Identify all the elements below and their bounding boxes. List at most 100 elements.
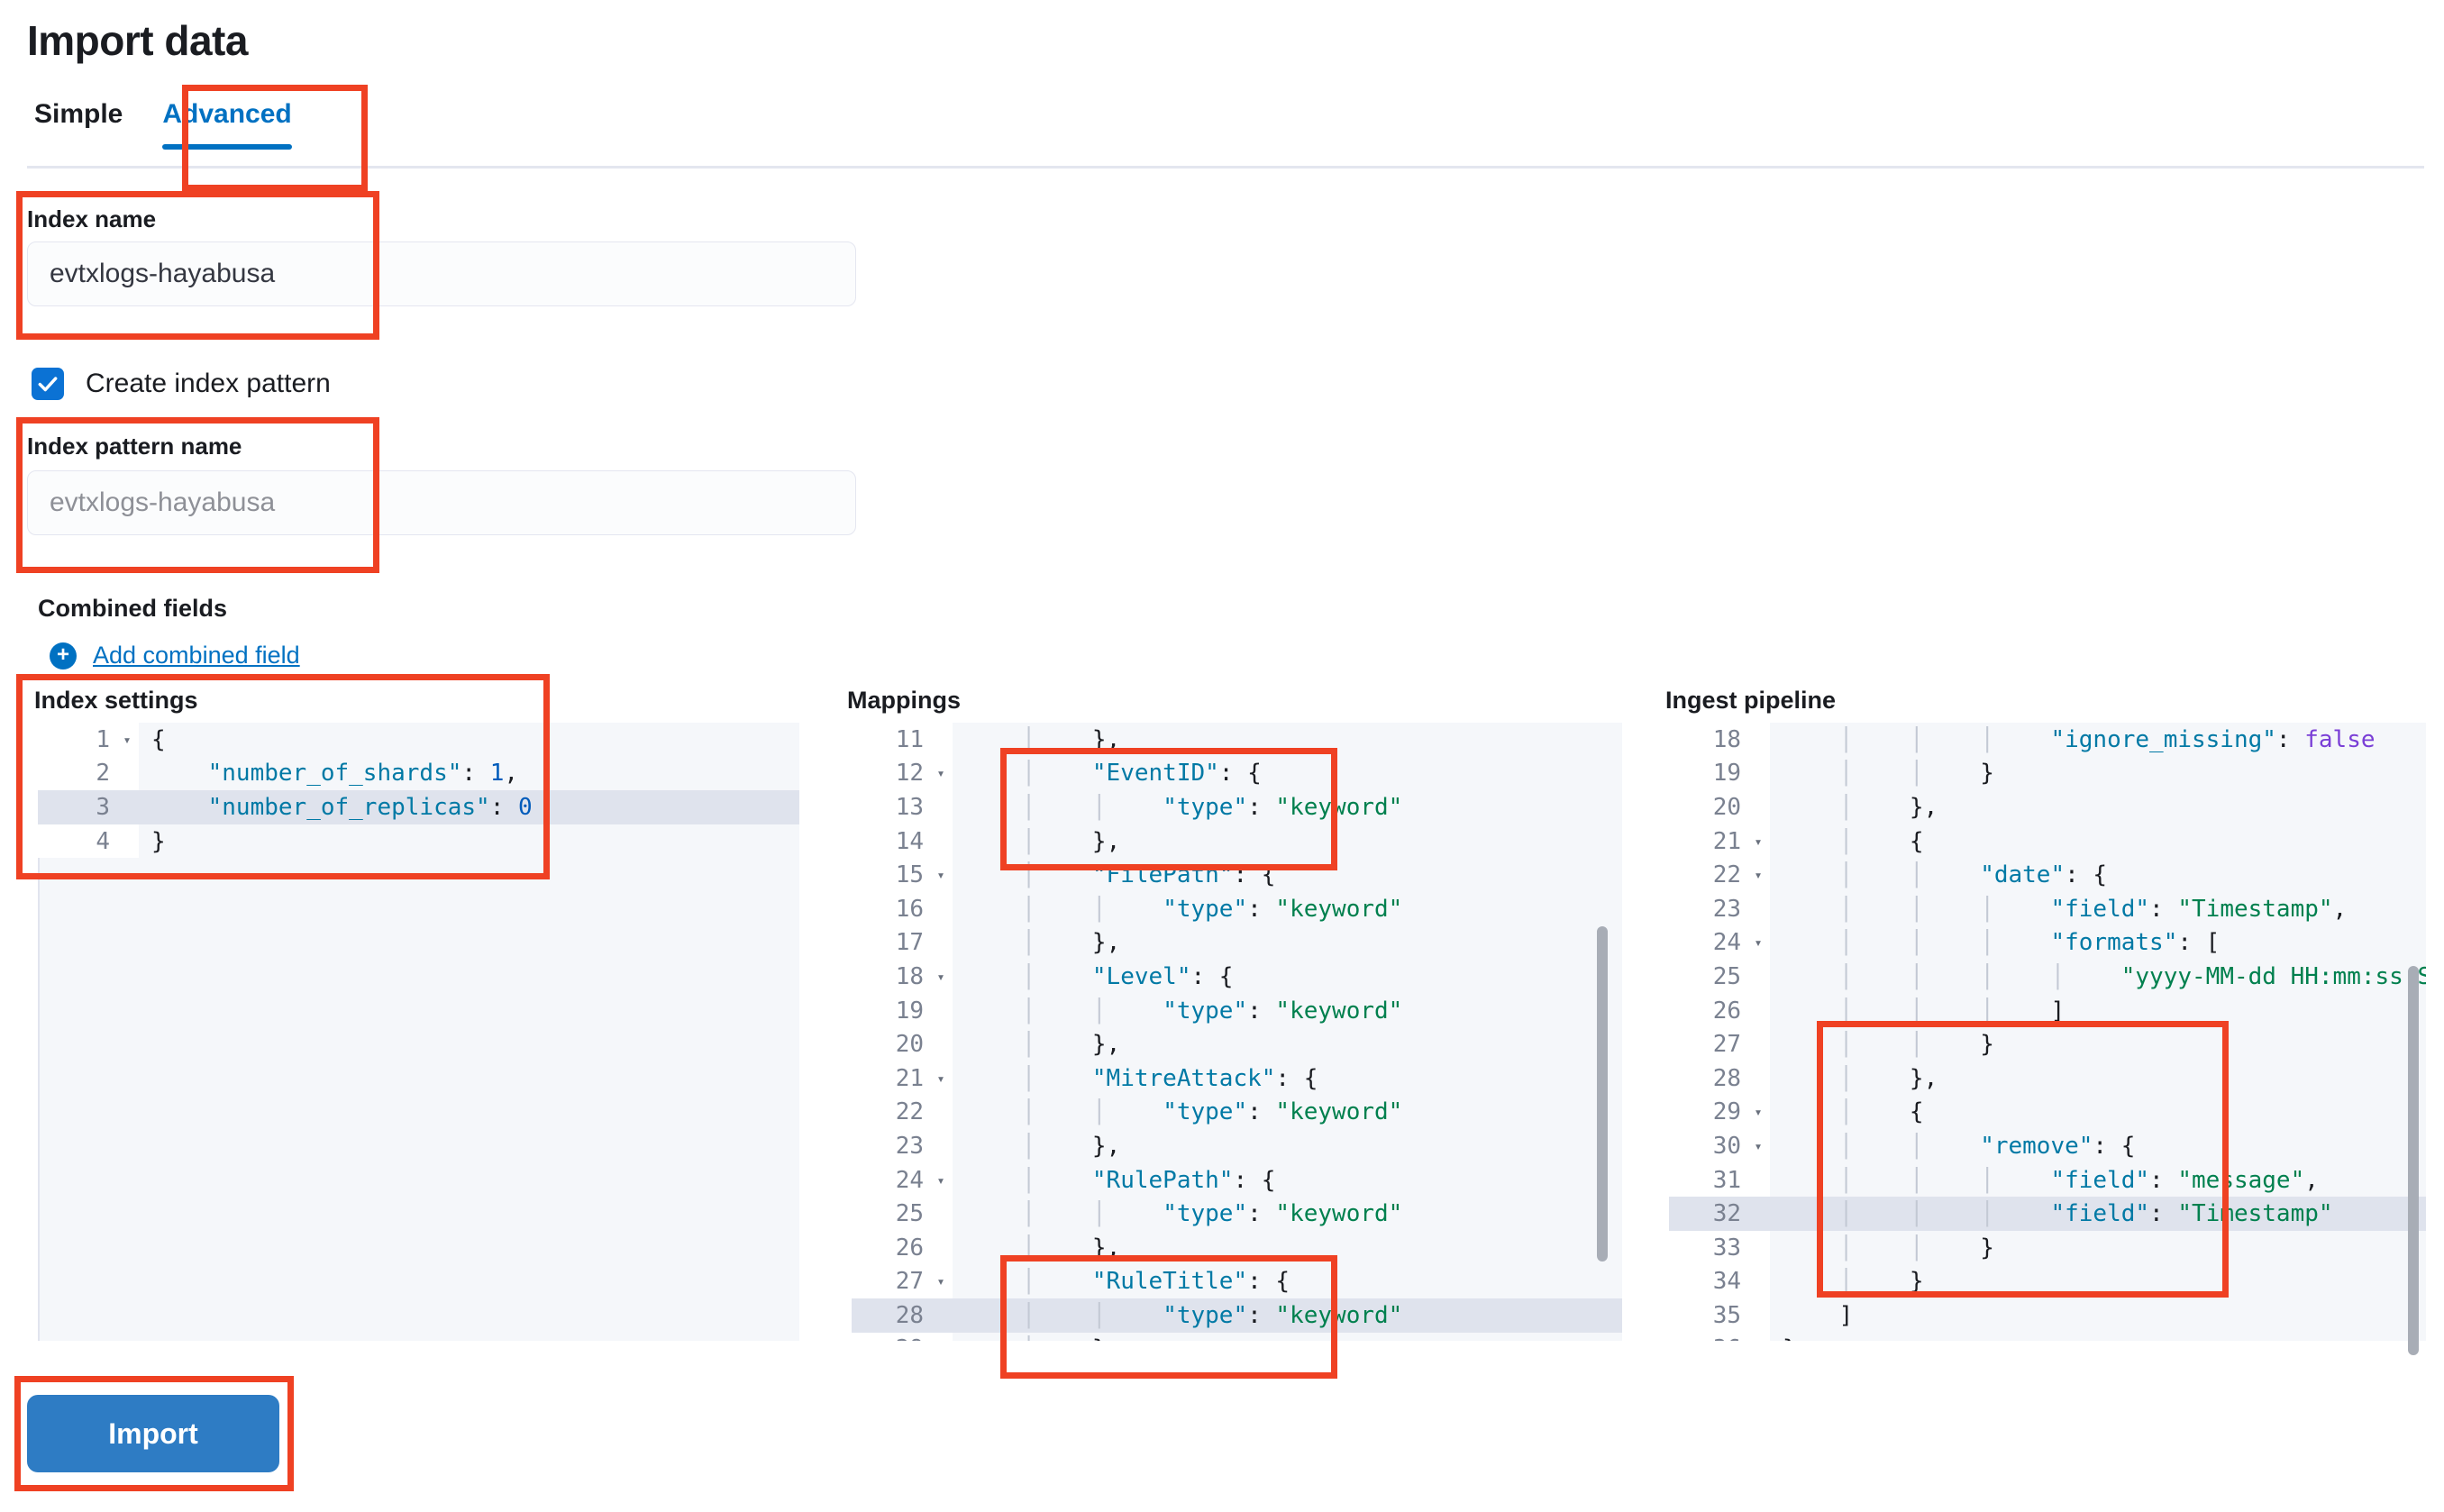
mappings-line[interactable]: 11 │ }, xyxy=(852,723,1622,757)
fold-spacer xyxy=(115,790,139,824)
index-pattern-name-label: Index pattern name xyxy=(27,433,242,460)
ingest-pipeline-line[interactable]: 22▾ │ │ "date": { xyxy=(1669,858,2426,892)
ingest-pipeline-line[interactable]: 33 │ │ } xyxy=(1669,1230,2426,1265)
mappings-line-number: 16 xyxy=(852,891,929,926)
mappings-line[interactable]: 29 │ }, xyxy=(852,1332,1622,1341)
index-settings-line-number: 3 xyxy=(38,790,115,824)
ingest-pipeline-line-number: 19 xyxy=(1669,756,1746,791)
mappings-line-number: 21 xyxy=(852,1061,929,1096)
mappings-line-code: │ "FilePath": { xyxy=(1021,861,1276,889)
fold-toggle-icon[interactable]: ▾ xyxy=(1746,925,1770,961)
index-settings-line[interactable]: 1▾{ xyxy=(38,723,799,757)
mappings-line[interactable]: 13 │ │ "type": "keyword" xyxy=(852,790,1622,824)
mappings-line-number: 12 xyxy=(852,756,929,791)
ingest-pipeline-line[interactable]: 34 │ } xyxy=(1669,1264,2426,1299)
mappings-line-number: 25 xyxy=(852,1197,929,1231)
fold-toggle-icon[interactable]: ▾ xyxy=(929,756,953,791)
fold-toggle-icon[interactable]: ▾ xyxy=(929,1264,953,1299)
mappings-line[interactable]: 12▾ │ "EventID": { xyxy=(852,756,1622,791)
tab-simple[interactable]: Simple xyxy=(34,99,123,129)
mappings-line[interactable]: 25 │ │ "type": "keyword" xyxy=(852,1197,1622,1231)
mappings-line-number: 28 xyxy=(852,1298,929,1333)
ingest-pipeline-line[interactable]: 35 ] xyxy=(1669,1298,2426,1333)
ingest-pipeline-line[interactable]: 27 │ │ } xyxy=(1669,1027,2426,1061)
mappings-line-code: │ "MitreAttack": { xyxy=(1021,1064,1318,1092)
fold-toggle-icon[interactable]: ▾ xyxy=(115,723,139,757)
create-index-pattern-checkbox[interactable] xyxy=(32,368,64,400)
mappings-line[interactable]: 21▾ │ "MitreAttack": { xyxy=(852,1061,1622,1096)
mappings-line[interactable]: 20 │ }, xyxy=(852,1027,1622,1061)
ingest-pipeline-title: Ingest pipeline xyxy=(1665,687,1837,714)
ingest-pipeline-line-number: 26 xyxy=(1669,993,1746,1028)
ingest-pipeline-scrollbar[interactable] xyxy=(2408,966,2419,1355)
ingest-pipeline-line[interactable]: 21▾ │ { xyxy=(1669,824,2426,859)
fold-spacer xyxy=(929,790,953,824)
create-index-pattern-label: Create index pattern xyxy=(86,369,331,398)
ingest-pipeline-line[interactable]: 30▾ │ │ "remove": { xyxy=(1669,1129,2426,1163)
fold-toggle-icon[interactable]: ▾ xyxy=(929,960,953,994)
index-settings-line[interactable]: 4} xyxy=(38,824,799,859)
ingest-pipeline-line[interactable]: 28 │ }, xyxy=(1669,1061,2426,1096)
index-settings-editor[interactable]: 1▾{2 "number_of_shards": 1,3 "number_of_… xyxy=(38,723,799,1341)
index-name-input[interactable]: evtxlogs-hayabusa xyxy=(27,241,856,306)
ingest-pipeline-line-number: 27 xyxy=(1669,1027,1746,1061)
mappings-line-number: 19 xyxy=(852,993,929,1028)
ingest-pipeline-line-code: │ │ │ "field": "Timestamp", xyxy=(1838,895,2348,923)
fold-toggle-icon[interactable]: ▾ xyxy=(1746,1129,1770,1163)
ingest-pipeline-line-code: │ }, xyxy=(1838,793,1938,821)
mappings-line-code: │ │ "type": "keyword" xyxy=(1021,1301,1403,1329)
ingest-pipeline-line-number: 25 xyxy=(1669,960,1746,994)
mappings-scrollbar[interactable] xyxy=(1597,926,1608,1262)
mappings-line[interactable]: 22 │ │ "type": "keyword" xyxy=(852,1095,1622,1130)
ingest-pipeline-line[interactable]: 25 │ │ │ │ "yyyy-MM-dd HH:mm:ss.SSS XXX" xyxy=(1669,960,2426,994)
mappings-line[interactable]: 23 │ }, xyxy=(852,1129,1622,1163)
ingest-pipeline-line[interactable]: 26 │ │ │ ] xyxy=(1669,993,2426,1028)
ingest-pipeline-line-number: 23 xyxy=(1669,891,1746,926)
ingest-pipeline-line[interactable]: 23 │ │ │ "field": "Timestamp", xyxy=(1669,891,2426,926)
ingest-pipeline-line-code: │ { xyxy=(1838,827,1924,855)
fold-toggle-icon[interactable]: ▾ xyxy=(929,1061,953,1096)
ingest-pipeline-line[interactable]: 29▾ │ { xyxy=(1669,1095,2426,1130)
fold-spacer xyxy=(929,891,953,926)
index-settings-line[interactable]: 3 "number_of_replicas": 0 xyxy=(38,790,799,824)
add-combined-field-button[interactable]: + Add combined field xyxy=(50,642,300,669)
ingest-pipeline-line[interactable]: 18 │ │ │ "ignore_missing": false xyxy=(1669,723,2426,757)
mappings-line[interactable]: 27▾ │ "RuleTitle": { xyxy=(852,1264,1622,1299)
fold-toggle-icon[interactable]: ▾ xyxy=(1746,1095,1770,1130)
ingest-pipeline-line[interactable]: 31 │ │ │ "field": "message", xyxy=(1669,1162,2426,1198)
index-settings-line-code: } xyxy=(151,827,166,855)
import-button[interactable]: Import xyxy=(27,1395,279,1472)
fold-spacer xyxy=(1746,960,1770,994)
mappings-line[interactable]: 16 │ │ "type": "keyword" xyxy=(852,891,1622,926)
fold-toggle-icon[interactable]: ▾ xyxy=(929,1162,953,1198)
add-combined-field-label: Add combined field xyxy=(93,642,300,669)
ingest-pipeline-line[interactable]: 19 │ │ } xyxy=(1669,756,2426,791)
index-pattern-name-input[interactable]: evtxlogs-hayabusa xyxy=(27,470,856,535)
fold-toggle-icon[interactable]: ▾ xyxy=(929,858,953,892)
mappings-line[interactable]: 17 │ }, xyxy=(852,925,1622,961)
create-index-pattern-row[interactable]: Create index pattern xyxy=(32,368,331,400)
mappings-line[interactable]: 14 │ }, xyxy=(852,824,1622,859)
ingest-pipeline-line[interactable]: 36} xyxy=(1669,1332,2426,1341)
mappings-line[interactable]: 19 │ │ "type": "keyword" xyxy=(852,993,1622,1028)
tab-advanced[interactable]: Advanced xyxy=(142,99,311,150)
ingest-pipeline-line-code: │ │ │ "field": "Timestamp" xyxy=(1838,1200,2333,1228)
ingest-pipeline-line[interactable]: 24▾ │ │ │ "formats": [ xyxy=(1669,925,2426,961)
index-settings-line[interactable]: 2 "number_of_shards": 1, xyxy=(38,756,799,791)
mappings-line[interactable]: 15▾ │ "FilePath": { xyxy=(852,858,1622,892)
mappings-editor[interactable]: 11 │ },12▾ │ "EventID": {13 │ │ "type": … xyxy=(852,723,1622,1341)
mappings-line[interactable]: 26 │ }, xyxy=(852,1230,1622,1265)
ingest-pipeline-line[interactable]: 32 │ │ │ "field": "Timestamp" xyxy=(1669,1197,2426,1231)
mappings-line[interactable]: 18▾ │ "Level": { xyxy=(852,960,1622,994)
fold-toggle-icon[interactable]: ▾ xyxy=(1746,824,1770,859)
page-title: Import data xyxy=(27,17,248,64)
ingest-pipeline-line[interactable]: 20 │ }, xyxy=(1669,790,2426,824)
fold-spacer xyxy=(929,1298,953,1333)
mappings-line[interactable]: 24▾ │ "RulePath": { xyxy=(852,1162,1622,1198)
ingest-pipeline-line-number: 35 xyxy=(1669,1298,1746,1333)
fold-toggle-icon[interactable]: ▾ xyxy=(1746,858,1770,892)
mappings-line[interactable]: 28 │ │ "type": "keyword" xyxy=(852,1298,1622,1333)
fold-spacer xyxy=(1746,1197,1770,1231)
